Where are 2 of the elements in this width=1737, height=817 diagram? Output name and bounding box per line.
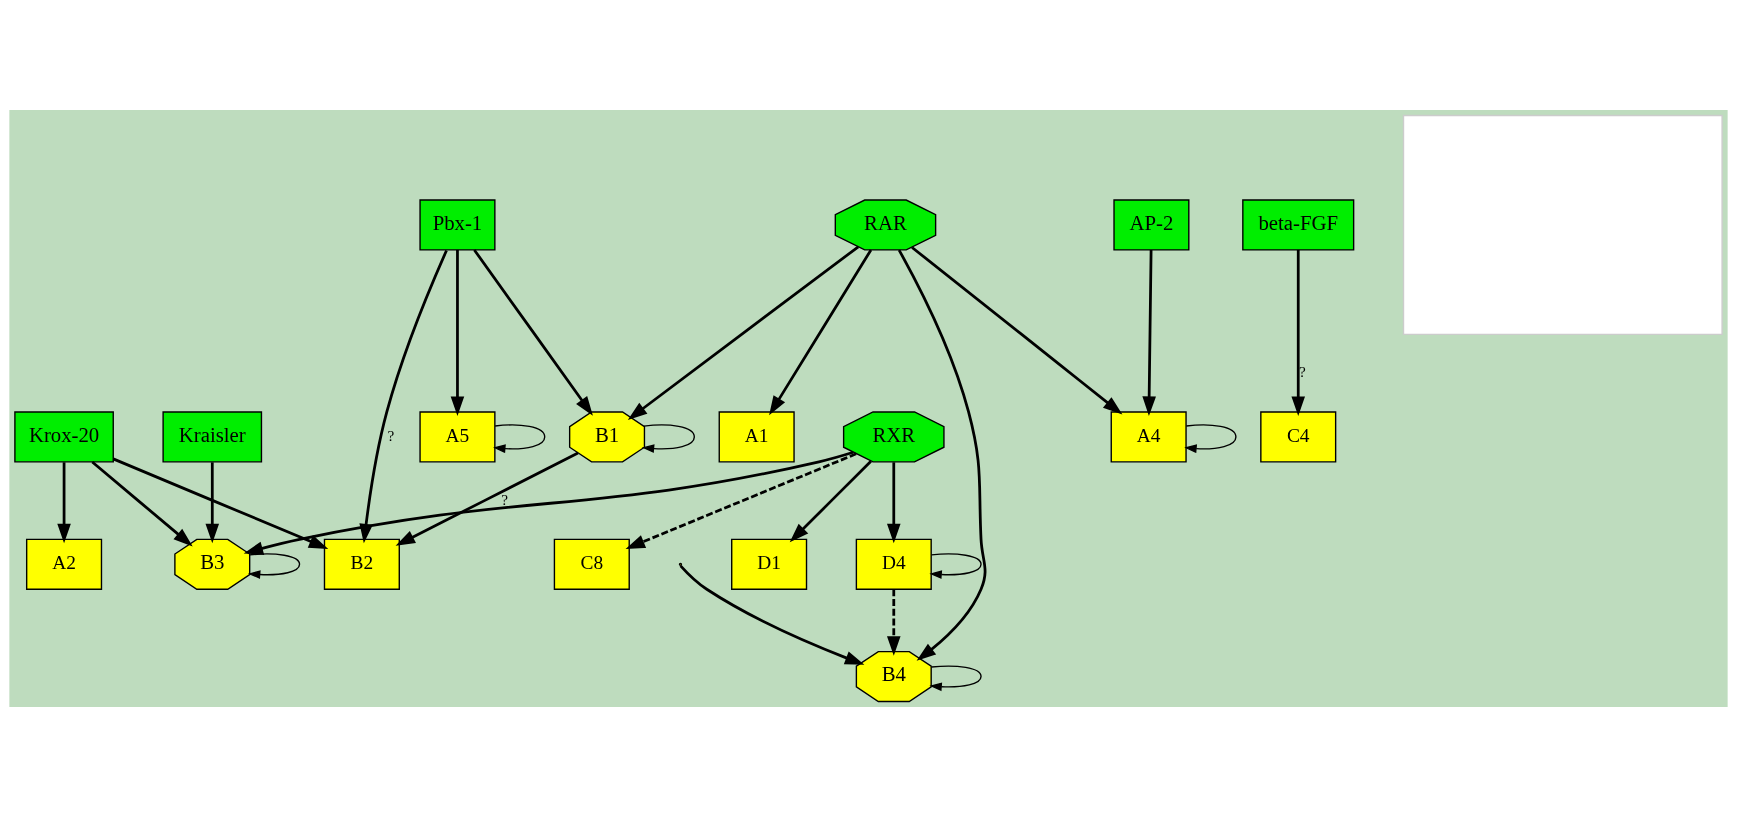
edge-label: ? (501, 490, 508, 508)
edge-label: ? (387, 426, 395, 444)
